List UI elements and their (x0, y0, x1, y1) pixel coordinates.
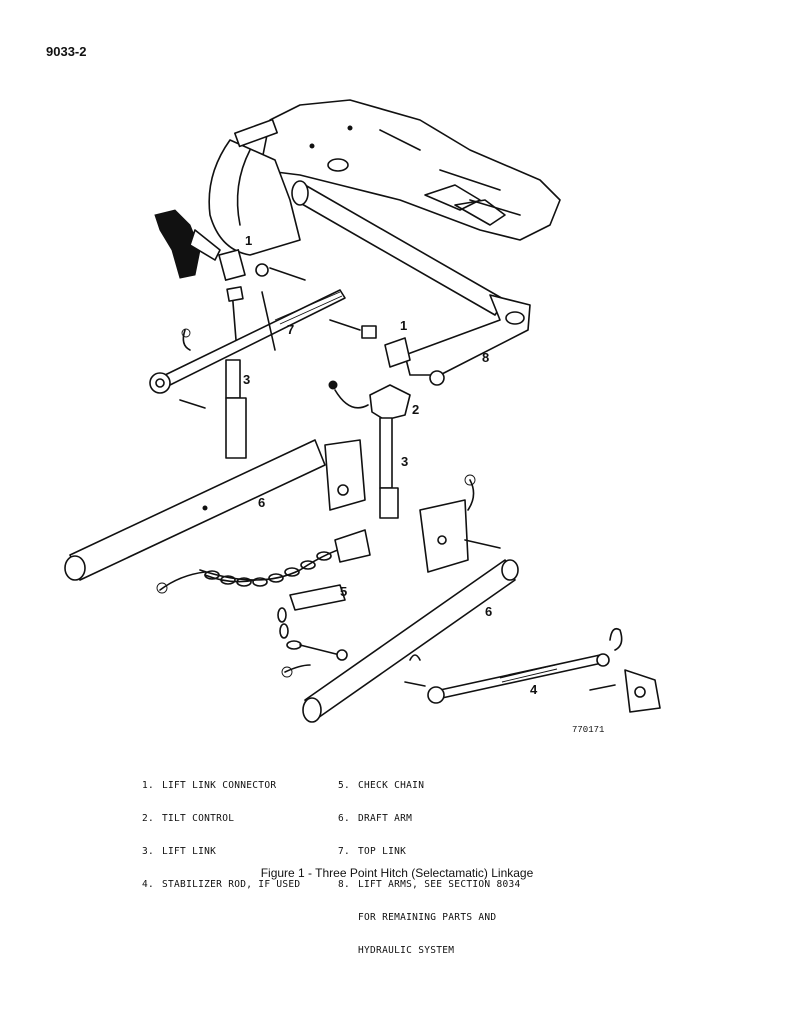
top-link-7 (149, 289, 377, 409)
draft-arm-6-lower (302, 474, 519, 723)
callout-5: 5 (340, 584, 347, 599)
callout-2: 2 (412, 402, 419, 417)
legend-item-8: 8.LIFT ARMS, SEE SECTION 8034 (338, 879, 521, 890)
legend-item-8-continuation-2: HYDRAULIC SYSTEM (358, 945, 455, 956)
legend-left-column: 1.LIFT LINK CONNECTOR 2.TILT CONTROL 3.L… (142, 758, 300, 901)
callout-1-upper: 1 (245, 233, 252, 248)
tilt-control-lever (154, 209, 306, 281)
callout-8: 8 (482, 350, 489, 365)
rear-housing (208, 99, 561, 256)
lift-arm-8 (384, 294, 531, 386)
legend-item-3: 3.LIFT LINK (142, 846, 217, 857)
hitch-linkage-illustration: 1 1 2 3 3 4 5 6 6 7 8 770171 (64, 99, 661, 735)
legend-item-1: 1.LIFT LINK CONNECTOR (142, 780, 277, 791)
callout-3-left: 3 (243, 372, 250, 387)
lift-link-3-left (225, 286, 247, 459)
legend-item-6: 6.DRAFT ARM (338, 813, 413, 824)
stabilizer-rod-4 (404, 627, 661, 713)
drawing-number: 770171 (572, 725, 604, 735)
legend-item-8-continuation-1: FOR REMAINING PARTS AND (358, 912, 497, 923)
legend-right-column: 5.CHECK CHAIN 6.DRAFT ARM 7.TOP LINK 8.L… (338, 758, 521, 967)
figure-caption: Figure 1 - Three Point Hitch (Selectamat… (260, 866, 534, 880)
callout-6-lower: 6 (485, 604, 492, 619)
callout-4: 4 (530, 682, 538, 697)
callout-3-right: 3 (401, 454, 408, 469)
legend-item-7: 7.TOP LINK (338, 846, 407, 857)
tilt-control-2 (328, 380, 411, 421)
page-number: 9033-2 (46, 44, 87, 59)
legend-item-5: 5.CHECK CHAIN (338, 780, 425, 791)
legend-item-2: 2.TILT CONTROL (142, 813, 235, 824)
check-chain-5 (156, 529, 371, 678)
draft-arm-6-upper (64, 439, 366, 581)
callout-1-lower: 1 (400, 318, 407, 333)
callout-6-upper: 6 (258, 495, 265, 510)
legend-item-4: 4.STABILIZER ROD, IF USED (142, 879, 301, 890)
rock-shaft (291, 180, 506, 316)
callout-7: 7 (287, 322, 294, 337)
lift-link-3-right (379, 417, 399, 519)
